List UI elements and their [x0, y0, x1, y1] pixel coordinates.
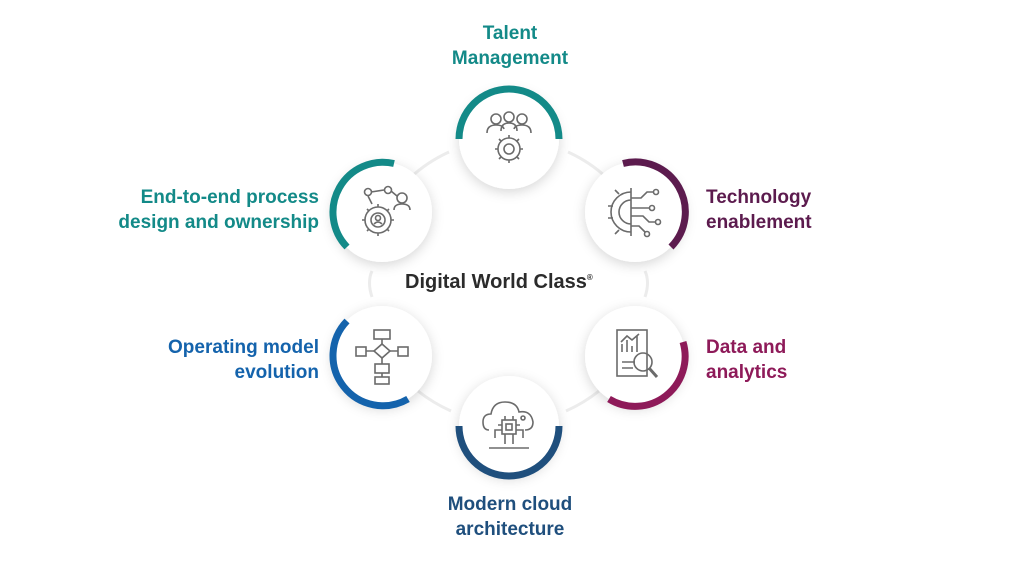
label-end-to-end-process: End-to-end process design and ownership: [118, 185, 319, 235]
node-operating-model: [329, 306, 432, 410]
node-talent-management: [455, 85, 563, 189]
node-data-arc: [607, 340, 689, 410]
node-cloud-disc: [459, 376, 559, 476]
process-network-icon: [362, 185, 411, 236]
cloud-chip-icon: [482, 401, 534, 449]
gear-circuit-icon: [608, 188, 662, 238]
node-operating-arc: [329, 318, 410, 410]
label-technology-line-1: Technology: [706, 187, 812, 208]
node-modern-cloud: [455, 376, 563, 480]
connector-talent-technology: [567, 150, 609, 180]
label-data-analytics: Data and analytics: [706, 335, 787, 385]
node-operating-disc: [332, 306, 432, 406]
center-title-text: Digital World Class: [405, 271, 587, 293]
label-talent-management: Talent Management: [438, 21, 582, 71]
label-cloud-line-1: Modern cloud: [447, 494, 573, 515]
connector-process-talent: [408, 150, 450, 180]
node-technology-enablement: [585, 158, 689, 262]
flowchart-icon: [355, 329, 409, 385]
label-operating-model: Operating model evolution: [168, 335, 319, 385]
node-technology-arc: [622, 158, 689, 250]
label-data-line-2: analytics: [706, 362, 788, 383]
node-talent-arc: [455, 85, 563, 140]
node-cloud-arc: [455, 425, 563, 480]
node-data-analytics: [585, 306, 689, 410]
node-end-to-end-process: [329, 158, 432, 262]
node-process-disc: [332, 162, 432, 262]
label-data-line-1: Data and: [706, 337, 787, 358]
team-gear-icon: [486, 111, 532, 163]
label-modern-cloud: Modern cloud architecture: [430, 492, 590, 542]
label-operating-line-1: Operating model: [168, 337, 319, 358]
node-data-disc: [585, 306, 685, 406]
center-title: Digital World Class®: [405, 271, 593, 294]
connector-data-cloud: [565, 389, 600, 413]
label-operating-line-2: evolution: [234, 362, 319, 383]
connector-technology-data: [643, 270, 649, 298]
label-technology-line-2: enablement: [706, 212, 812, 233]
connector-operating-process: [368, 270, 374, 298]
node-technology-disc: [585, 162, 685, 262]
label-technology-enablement: Technology enablement: [706, 185, 812, 235]
label-process-line-1: End-to-end process: [140, 187, 319, 208]
node-process-arc: [329, 158, 395, 250]
label-cloud-line-2: architecture: [455, 519, 565, 540]
connector-cloud-operating: [417, 389, 452, 413]
label-talent-line-1: Talent: [482, 23, 538, 44]
node-talent-disc: [459, 89, 559, 189]
label-process-line-2: design and ownership: [118, 212, 319, 233]
registered-mark: ®: [586, 273, 593, 282]
label-talent-line-2: Management: [451, 48, 569, 69]
report-magnifier-icon: [616, 329, 659, 378]
